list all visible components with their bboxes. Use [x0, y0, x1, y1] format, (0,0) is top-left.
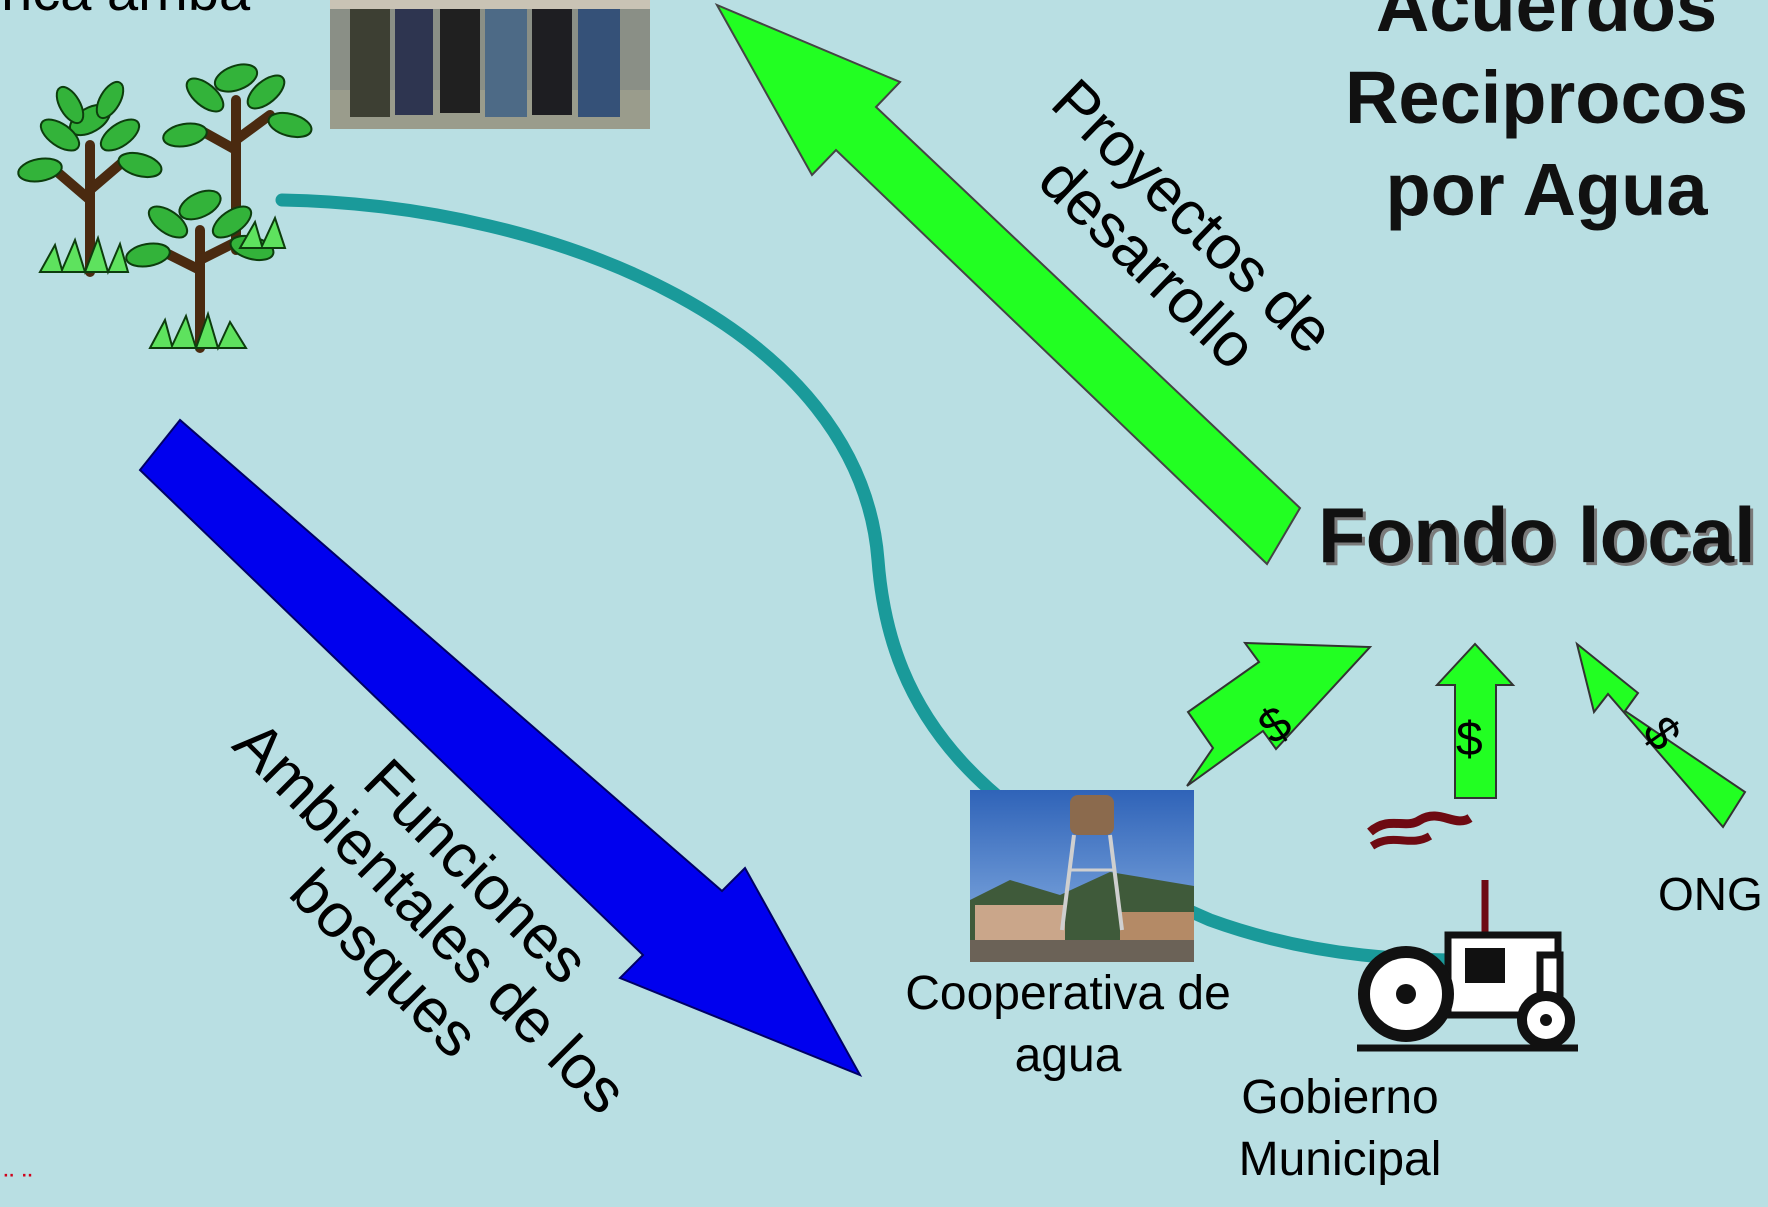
tractor-icon — [1357, 811, 1578, 1052]
page-title: Acuerdos Reciprocos por Agua — [1345, 0, 1748, 236]
top-left-partial-label: enca arriba — [0, 0, 250, 23]
dollar-label-gobierno: $ — [1456, 713, 1483, 766]
dollar-arrow-cooperativa — [1186, 641, 1373, 787]
cooperativa-label: Cooperativa de agua — [905, 967, 1231, 1082]
proyectos-arrow — [714, 2, 1302, 566]
gobierno-label: Gobierno Municipal — [1238, 1071, 1442, 1186]
dollar-arrow-gobierno — [1434, 642, 1516, 799]
fondo-local-label: Fondo local — [1318, 491, 1756, 579]
title-line-3: por Agua — [1385, 148, 1708, 231]
footnote-marks: ¨ ¨ — [4, 1168, 33, 1201]
trees-icon — [17, 63, 313, 353]
ong-label: ONG — [1658, 868, 1763, 920]
people-photo — [330, 0, 650, 129]
title-line-2: Reciprocos — [1344, 56, 1748, 139]
connection-curve — [275, 193, 1477, 967]
title-line-1: Acuerdos — [1375, 0, 1718, 47]
dollar-arrow-ong — [1575, 641, 1747, 829]
funciones-arrow — [138, 418, 863, 1077]
water-tower-photo — [970, 790, 1194, 962]
